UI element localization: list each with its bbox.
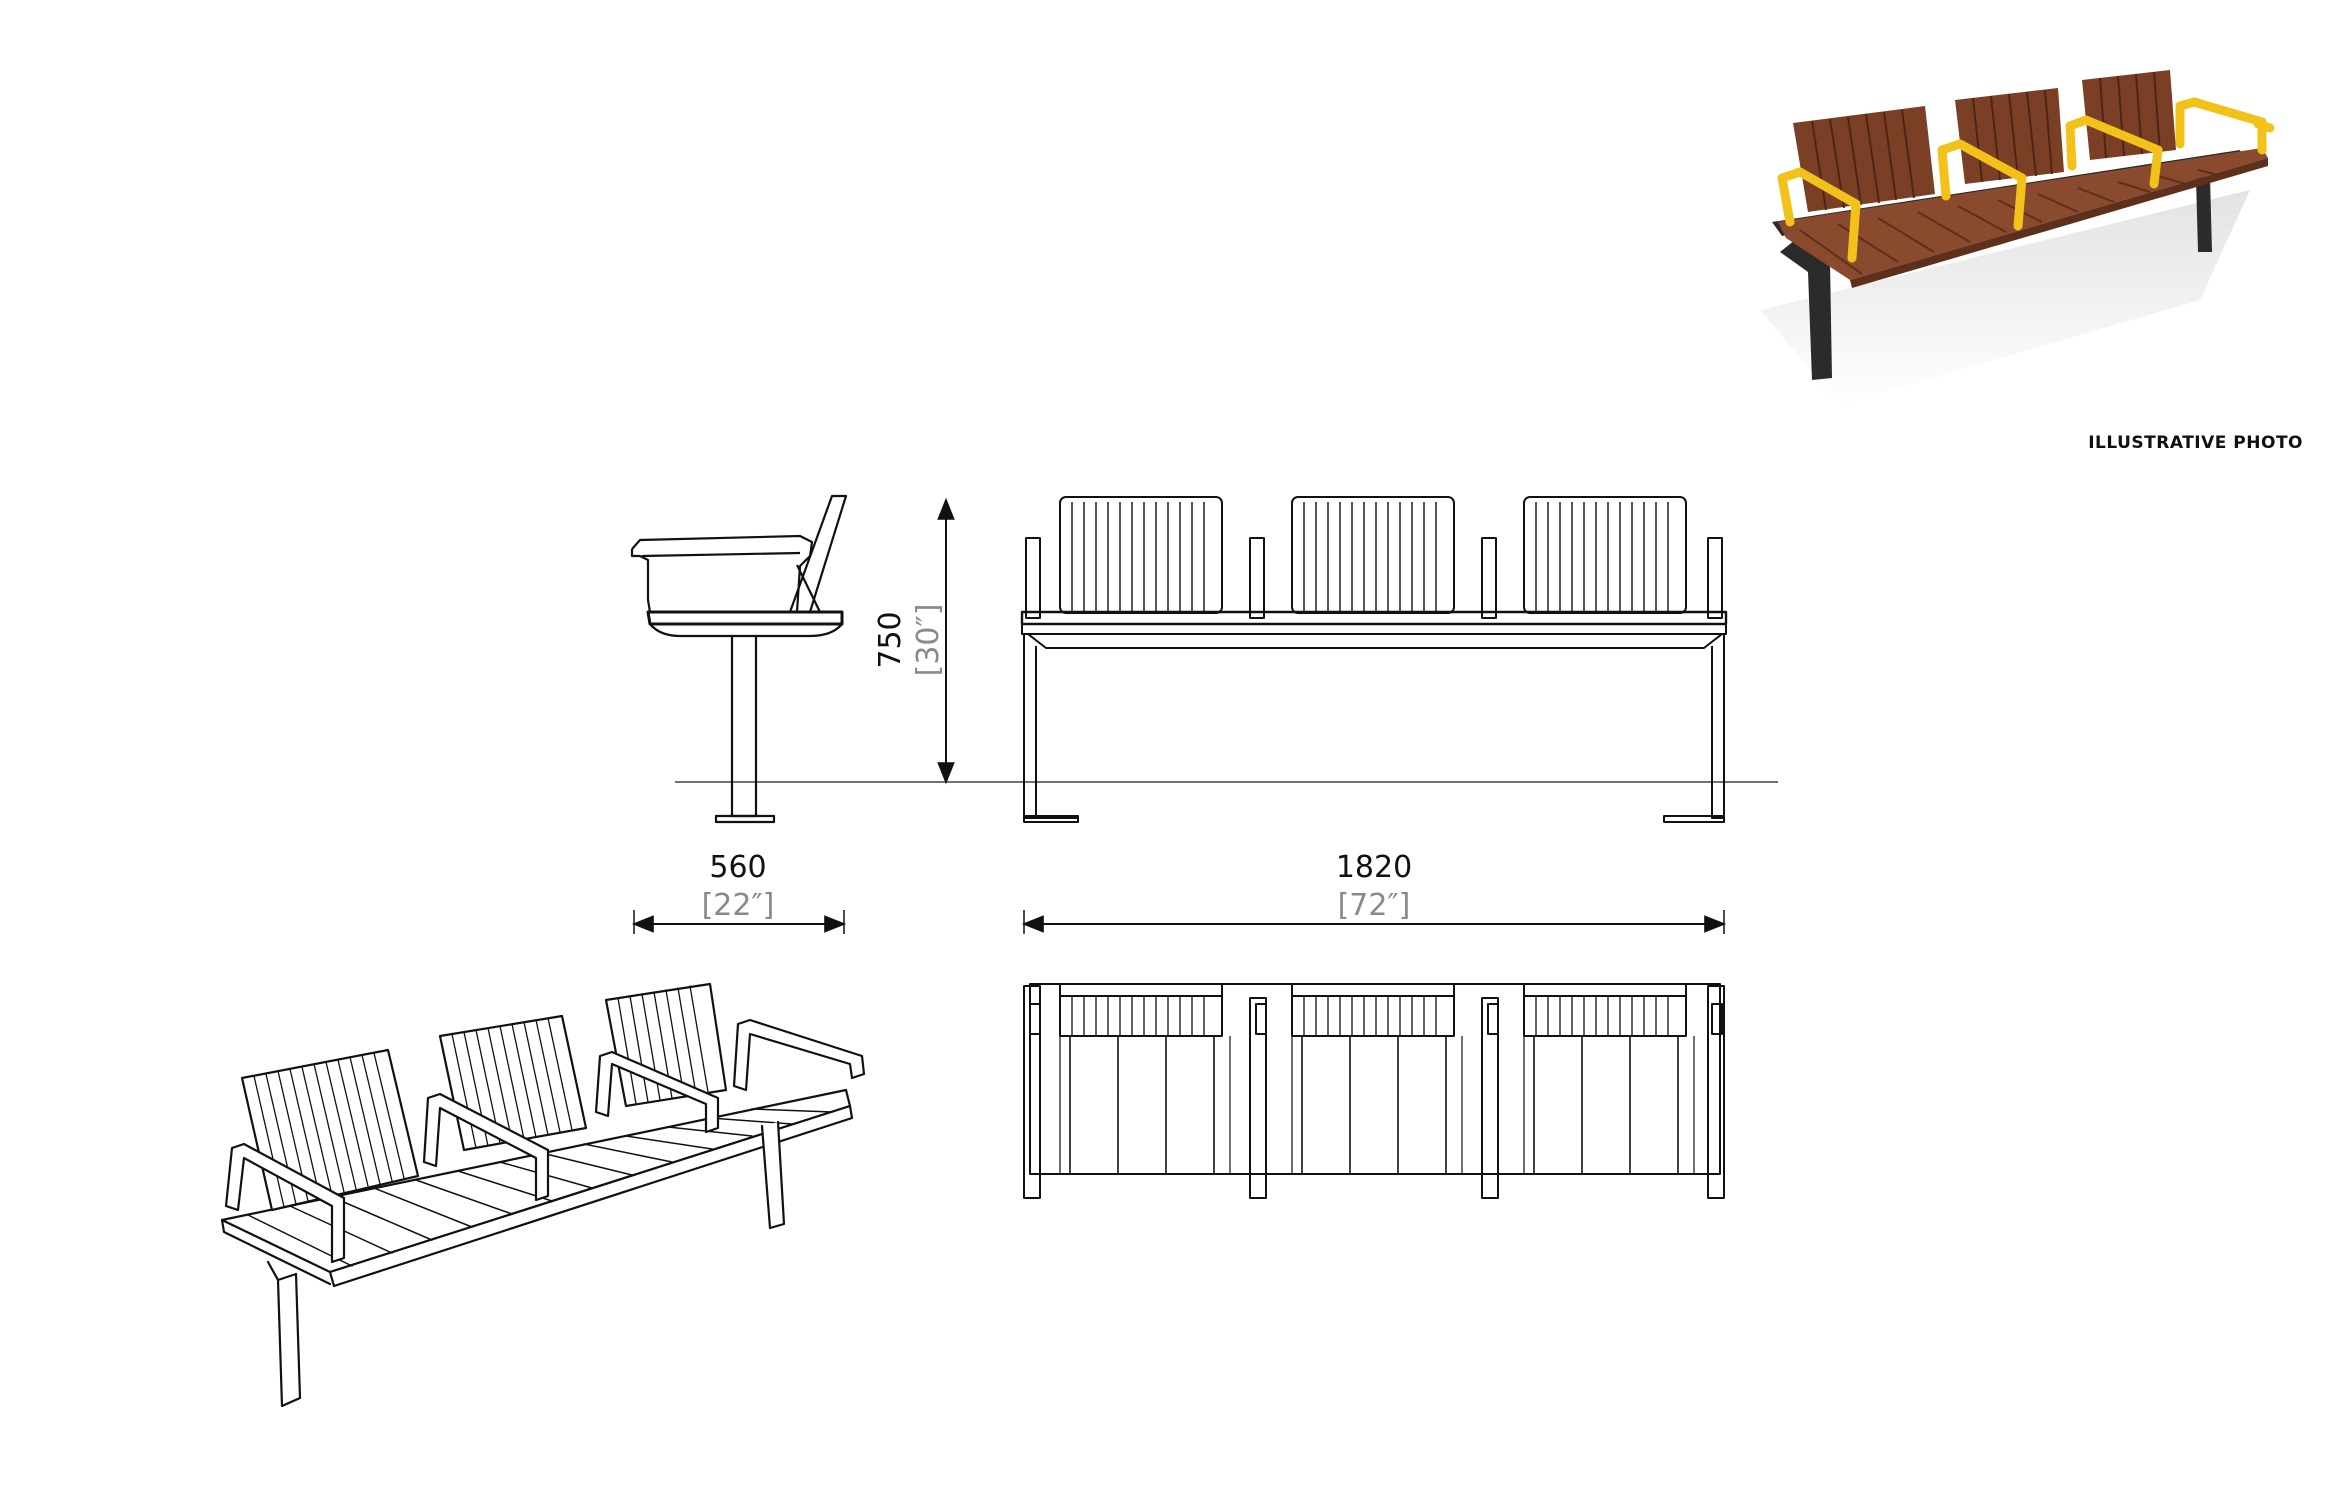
length-imperial: [72″] [1338, 888, 1411, 923]
iso-backrest-3 [604, 982, 728, 1108]
photo-shadow [1760, 190, 2250, 405]
photo-leg-front [1780, 240, 1832, 380]
depth-value: 560 [709, 850, 766, 885]
height-dimension: 750 [30″] [873, 497, 955, 785]
iso-backrest-2 [438, 1014, 588, 1152]
depth-imperial: [22″] [702, 888, 775, 923]
illustrative-photo [1760, 70, 2275, 405]
side-view [630, 494, 848, 824]
top-seat-slats [1069, 1036, 1679, 1174]
top-backrest-2 [1291, 983, 1455, 1037]
iso-armrests [224, 1018, 866, 1264]
front-backrest-2 [1291, 496, 1455, 614]
depth-dimension: 560 [22″] [631, 850, 847, 934]
photo-leg-back [2196, 176, 2212, 252]
front-backrest-3 [1523, 496, 1687, 614]
top-backrest-3 [1523, 983, 1687, 1037]
isometric-view [220, 982, 866, 1408]
height-value: 750 [873, 611, 908, 668]
length-value: 1820 [1336, 850, 1412, 885]
photo-caption: ILLUSTRATIVE PHOTO [2088, 433, 2303, 453]
length-dimension: 1820 [72″] [1021, 850, 1727, 934]
top-backrest-1 [1059, 983, 1223, 1037]
front-view [1020, 496, 1728, 823]
height-imperial: [30″] [911, 604, 946, 677]
top-view [1023, 983, 1725, 1199]
photo-armrests [1777, 97, 2275, 263]
front-backrest-1 [1059, 496, 1223, 614]
